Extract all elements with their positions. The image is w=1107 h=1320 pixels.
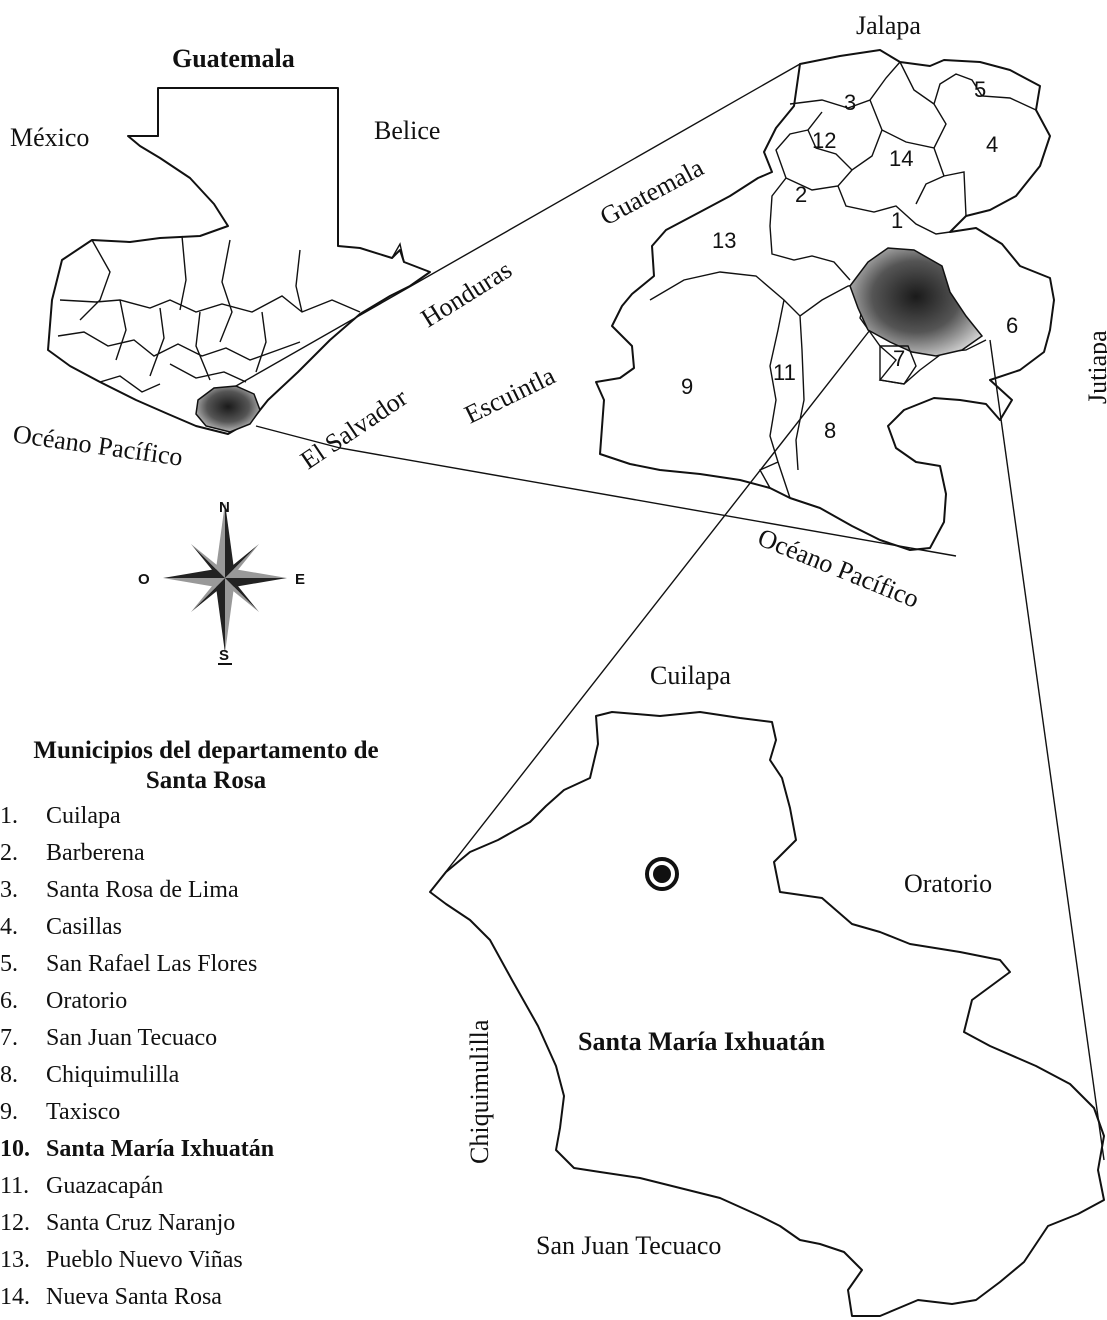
legend-item-number: 8.: [0, 1062, 18, 1088]
legend-item: 2. Barberena: [0, 835, 420, 872]
label-san-juan-tecuaco: San Juan Tecuaco: [536, 1231, 721, 1260]
compass-e: E: [295, 571, 305, 588]
label-chiquimulilla: Chiquimulilla: [465, 1019, 494, 1164]
label-el-salvador: El Salvador: [295, 383, 413, 475]
region-number: 9: [681, 374, 693, 399]
legend-item-number: 9.: [0, 1099, 18, 1125]
label-guatemala-dept: Guatemala: [595, 153, 708, 232]
legend-item-name: Cuilapa: [46, 803, 121, 829]
guatemala-overview-map: [47, 87, 431, 435]
legend-item-name: Barberena: [46, 840, 145, 866]
label-cuilapa: Cuilapa: [650, 661, 731, 690]
label-honduras: Honduras: [416, 255, 517, 333]
legend-item-name: Guazacapán: [46, 1173, 164, 1199]
santa-rosa-highlight: [195, 385, 261, 433]
santa-rosa-outline: [595, 49, 1055, 551]
legend-item-name: Santa Cruz Naranjo: [46, 1210, 236, 1236]
label-jutiapa: Jutiapa: [1083, 330, 1107, 404]
legend-item-number: 14.: [0, 1284, 30, 1310]
legend-item: 5. San Rafael Las Flores: [0, 946, 420, 983]
compass-n: N: [219, 499, 230, 516]
region-number: 2: [795, 182, 807, 207]
legend-item: 11. Guazacapán: [0, 1168, 420, 1205]
region-number: 6: [1006, 313, 1018, 338]
legend-item-number: 3.: [0, 877, 18, 903]
label-belice: Belice: [374, 116, 440, 145]
honduras-border: [391, 242, 405, 263]
region-number: 4: [986, 132, 998, 157]
legend-item-name: Chiquimulilla: [46, 1062, 180, 1088]
legend-item-number: 7.: [0, 1025, 18, 1051]
legend-item-highlighted: 10. Santa María Ixhuatán: [0, 1131, 420, 1168]
legend-item-number: 2.: [0, 840, 18, 866]
region-number: 1: [891, 208, 903, 233]
legend-item-name: Taxisco: [46, 1099, 121, 1125]
compass-o: O: [138, 571, 150, 588]
region-number: 8: [824, 418, 836, 443]
legend-item-number: 5.: [0, 951, 18, 977]
legend-item-number: 12.: [0, 1210, 30, 1236]
label-oceano-left: Océano Pacífico: [11, 419, 184, 472]
legend-item: 6. Oratorio: [0, 983, 420, 1020]
zoom-lines: [235, 63, 1105, 1161]
legend-item: 14. Nueva Santa Rosa: [0, 1279, 420, 1316]
legend-item: 12. Santa Cruz Naranjo: [0, 1205, 420, 1242]
legend-item: 4. Casillas: [0, 909, 420, 946]
region-number: 14: [889, 146, 913, 171]
region-numbers: 1 2 3 4 5 6 7 8 9 11 12 13 14: [681, 77, 1018, 443]
legend-item-name: San Rafael Las Flores: [46, 951, 258, 977]
region-number: 5: [974, 77, 986, 102]
legend-item-name: Nueva Santa Rosa: [46, 1284, 222, 1310]
label-jalapa: Jalapa: [856, 11, 921, 40]
legend-item-number: 11.: [0, 1173, 30, 1199]
legend-list: 1. Cuilapa 2. Barberena 3. Santa Rosa de Li…: [0, 798, 420, 1316]
legend-item: 8. Chiquimulilla: [0, 1057, 420, 1094]
legend-item-number: 4.: [0, 914, 18, 940]
legend-title: Municipios del departamento de Santa Ros…: [33, 737, 379, 794]
label-guatemala-title: Guatemala: [172, 44, 295, 73]
legend-item-number: 1.: [0, 803, 18, 829]
legend-item: 7. San Juan Tecuaco: [0, 1020, 420, 1057]
santa-maria-detail-outline: [429, 711, 1105, 1317]
municipality-legend: Municipios del departamento de Santa Ros…: [0, 736, 420, 1316]
municipality-borders: [649, 61, 1037, 499]
mexico-border-tick: [128, 88, 159, 137]
legend-item: 13. Pueblo Nuevo Viñas: [0, 1242, 420, 1279]
legend-item: 3. Santa Rosa de Lima: [0, 872, 420, 909]
municipality-7-border: [879, 345, 917, 385]
legend-item-name: San Juan Tecuaco: [46, 1025, 218, 1051]
legend-item-name: Pueblo Nuevo Viñas: [46, 1247, 243, 1273]
legend-item-name: Santa Rosa de Lima: [46, 877, 239, 903]
department-borders: [57, 235, 361, 393]
santa-rosa-department-map: [595, 49, 1055, 551]
label-santa-maria: Santa María Ixhuatán: [578, 1027, 826, 1056]
region-number: 13: [712, 228, 736, 253]
region-number: 3: [844, 90, 856, 115]
region-number: 7: [893, 346, 905, 371]
legend-item: 9. Taxisco: [0, 1094, 420, 1131]
label-mexico: México: [10, 123, 89, 152]
legend-item-number: 10.: [0, 1136, 30, 1162]
label-oceano-right: Océano Pacífico: [754, 523, 923, 614]
santa-maria-shaded-region: [849, 247, 984, 357]
compass-rose: N S E O: [138, 499, 305, 665]
location-marker: [645, 857, 679, 891]
label-oratorio: Oratorio: [904, 869, 992, 898]
legend-item-name: Oratorio: [46, 988, 128, 1014]
guatemala-outline: [47, 87, 431, 435]
legend-item-name: Casillas: [46, 914, 122, 940]
legend-item-name: Santa María Ixhuatán: [46, 1136, 275, 1162]
legend-item-number: 13.: [0, 1247, 30, 1273]
legend-item-number: 6.: [0, 988, 18, 1014]
region-number: 11: [773, 360, 796, 385]
region-number: 12: [812, 128, 836, 153]
legend-item: 1. Cuilapa: [0, 798, 420, 835]
compass-s: S: [219, 647, 229, 664]
label-escuintla: Escuintla: [460, 361, 560, 430]
